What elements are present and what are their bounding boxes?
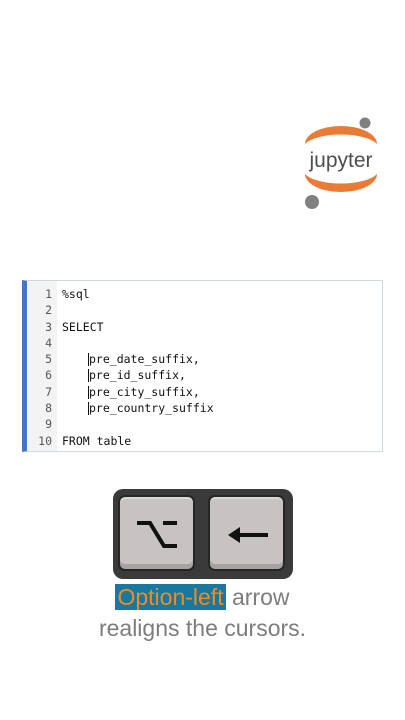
left-arrow-key-icon — [228, 527, 268, 543]
caption-highlight: Option-left — [115, 584, 226, 610]
code-editor[interactable]: %sql SELECT pre_date_suffix, pre_id_suff… — [57, 281, 382, 451]
logo-small-moon — [359, 117, 371, 129]
code-line[interactable]: SELECT — [62, 319, 382, 335]
code-line[interactable]: pre_city_suffix, — [62, 384, 382, 400]
text-cursor — [88, 353, 89, 367]
line-number: 9 — [45, 417, 52, 432]
code-line[interactable]: FROM table — [62, 433, 382, 449]
logo-top-arc — [305, 126, 377, 144]
text-cursor — [88, 402, 89, 416]
logo-large-moon — [305, 195, 319, 209]
line-number: 2 — [45, 303, 52, 318]
line-number: 3 — [45, 319, 52, 334]
logo-wordmark: jupyter — [308, 149, 372, 172]
line-number: 6 — [45, 368, 52, 383]
code-text: pre_city_suffix, — [89, 384, 200, 399]
jupyter-logo: jupyter — [295, 114, 387, 214]
line-number: 7 — [45, 384, 52, 399]
left-arrow-key — [208, 495, 285, 571]
caption: Option-left arrow realigns the cursors. — [0, 582, 405, 644]
code-text: pre_date_suffix, — [89, 352, 200, 367]
code-text: FROM table — [62, 433, 132, 448]
caption-line-1: Option-left arrow — [0, 582, 405, 613]
code-line[interactable] — [62, 416, 382, 432]
line-number: 4 — [45, 335, 52, 350]
caption-text: arrow — [225, 584, 290, 610]
option-key-icon — [137, 521, 177, 548]
logo-bottom-arc — [305, 174, 377, 192]
line-number: 5 — [45, 352, 52, 367]
code-line[interactable]: pre_date_suffix, — [62, 351, 382, 367]
caption-line-2: realigns the cursors. — [98, 615, 307, 641]
text-cursor — [88, 385, 89, 399]
code-cell[interactable]: 1 2 3 4 5 6 7 8 9 10 %sql SELECT pre_dat… — [22, 280, 383, 452]
code-text: SELECT — [62, 319, 104, 334]
code-line[interactable] — [62, 302, 382, 318]
code-line[interactable]: pre_country_suffix — [62, 400, 382, 416]
code-line[interactable] — [62, 335, 382, 351]
text-cursor — [88, 369, 89, 383]
code-text: pre_country_suffix — [89, 401, 214, 416]
code-line[interactable]: %sql — [62, 286, 382, 302]
line-number: 1 — [45, 287, 52, 301]
jupyter-logo-graphic: jupyter — [305, 117, 377, 209]
line-number: 10 — [38, 433, 52, 448]
code-text: pre_id_suffix, — [89, 368, 186, 383]
line-number-gutter: 1 2 3 4 5 6 7 8 9 10 — [27, 281, 57, 451]
line-number: 8 — [45, 401, 52, 416]
keyboard-shortcut-illustration — [113, 489, 293, 579]
option-key — [118, 495, 195, 571]
code-line[interactable]: pre_id_suffix, — [62, 367, 382, 383]
code-text: %sql — [62, 287, 90, 301]
